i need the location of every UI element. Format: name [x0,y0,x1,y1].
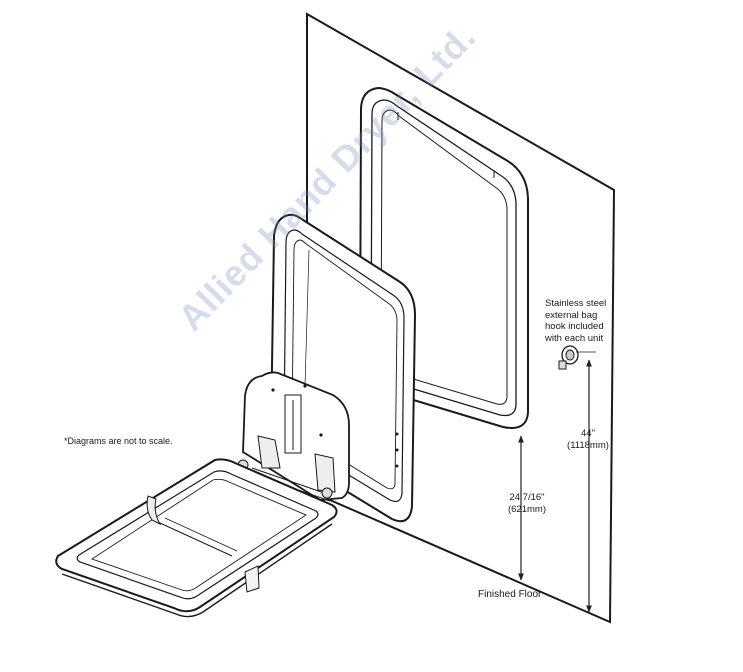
finished-floor-label: Finished Floor [478,589,542,600]
hinge-bracket [237,371,350,502]
scale-note: *Diagrams are not to scale. [64,436,173,446]
dimension-24-label: 24 7/16" (621mm) [507,492,546,515]
changing-table-bed [55,458,338,618]
bag-hook [558,345,579,370]
wall-recess-frame [358,86,529,429]
bag-hook-label: Stainless steel external bag hook includ… [545,298,607,344]
dimension-44-label: 44" (1118mm) [567,428,609,451]
